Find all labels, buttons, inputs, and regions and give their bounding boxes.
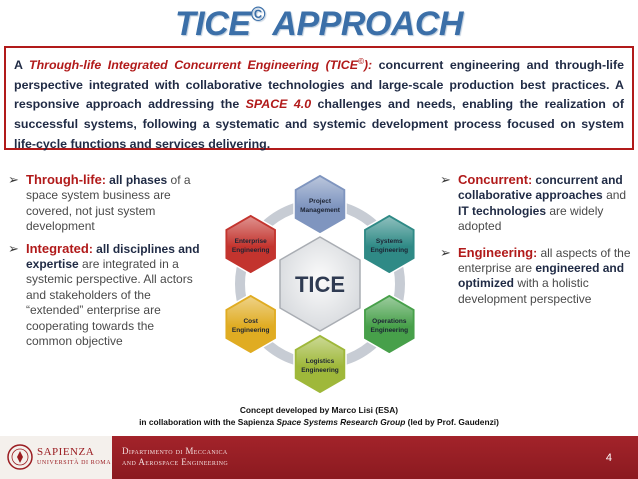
point-bold: IT technologies bbox=[458, 203, 547, 218]
point-text: with a holistic development perspective bbox=[458, 276, 592, 306]
page-number: 4 bbox=[605, 452, 612, 464]
diagram-node-label: Management bbox=[300, 207, 341, 214]
intro-box: A Through-life Integrated Concurrent Eng… bbox=[4, 46, 634, 151]
arrow-bullet-icon: ➢ bbox=[440, 244, 451, 260]
point-text: of a space system business are covered, … bbox=[26, 173, 191, 234]
intro-lead: A bbox=[14, 58, 30, 73]
center-label: TICE bbox=[295, 272, 345, 297]
left-column: ➢ Through-life: all phases of a space sy… bbox=[8, 172, 200, 355]
diagram-node-label: Engineering bbox=[301, 367, 339, 374]
diagram-node-label: Cost bbox=[243, 318, 258, 325]
diagram-node-label: Engineering bbox=[232, 247, 270, 254]
right-column: ➢ Concurrent: concurrent and collaborati… bbox=[440, 172, 636, 313]
title-main: TICE bbox=[175, 5, 251, 43]
diagram-node-shine bbox=[227, 217, 275, 271]
arrow-bullet-icon: ➢ bbox=[8, 172, 19, 187]
point-heading: Integrated bbox=[26, 240, 89, 256]
point-bold: engineered and optimized bbox=[458, 261, 625, 291]
point-heading: Engineering bbox=[458, 244, 534, 260]
diagram-node-shine bbox=[296, 337, 344, 391]
diagram-node-shine bbox=[365, 297, 413, 351]
footer-bar: SAPIENZA UNIVERSITÀ DI ROMA Dipartimento… bbox=[0, 436, 638, 479]
center-hexagon bbox=[279, 236, 361, 332]
diagram-node-label: Operations bbox=[372, 318, 407, 325]
diagram-node-label: Engineering bbox=[371, 247, 409, 254]
arrow-bullet-icon: ➢ bbox=[8, 240, 19, 256]
intro-text-2: challenges and needs, enabling the reali… bbox=[14, 97, 625, 151]
diagram-node-shine bbox=[296, 177, 344, 231]
logo-subtitle: UNIVERSITÀ DI ROMA bbox=[37, 460, 112, 466]
point-engineering: ➢ Engineering: all aspects of the enterp… bbox=[440, 244, 631, 306]
intro-space40: SPACE 4.0 bbox=[245, 97, 312, 112]
point-integrated: ➢ Integrated: all disciplines and expert… bbox=[8, 240, 200, 349]
logo-name: SAPIENZA bbox=[37, 446, 95, 458]
diagram-node-label: Enterprise bbox=[235, 238, 268, 245]
point-text: are widely adopted bbox=[458, 203, 604, 234]
university-seal-icon bbox=[7, 444, 33, 470]
intro-text-1: concurrent engineering and through-life … bbox=[14, 58, 624, 112]
credits-line-1: Concept developed by Marco Lisi (ESA) bbox=[239, 405, 399, 415]
slide-title: TICE© APPROACH bbox=[0, 4, 638, 44]
tice-diagram: TICE ProjectManagementSystemsEngineering… bbox=[223, 173, 417, 395]
diagram-node-shine bbox=[365, 217, 413, 271]
title-copyright-mark: © bbox=[250, 4, 265, 26]
point-through-life: ➢ Through-life: all phases of a space sy… bbox=[8, 172, 191, 234]
diagram-node-label: Engineering bbox=[371, 327, 409, 334]
diagram-node-label: Systems bbox=[376, 238, 403, 245]
point-concurrent: ➢ Concurrent: concurrent and collaborati… bbox=[440, 172, 627, 234]
credits-line-2: in collaboration with the Sapienza Space… bbox=[139, 417, 499, 427]
point-text: are integrated in a systemic perspective… bbox=[26, 257, 193, 349]
arrow-bullet-icon: ➢ bbox=[440, 172, 451, 187]
diagram-nodes: ProjectManagementSystemsEngineeringOpera… bbox=[223, 173, 417, 395]
point-bold: all phases bbox=[105, 173, 168, 187]
diagram-node-shine bbox=[227, 297, 275, 351]
point-bold: all disciplines and expertise bbox=[26, 241, 200, 272]
university-logo: SAPIENZA UNIVERSITÀ DI ROMA bbox=[0, 436, 112, 479]
diagram-node-label: Project bbox=[309, 198, 332, 205]
intro-term: Through-life Integrated Concurrent Engin… bbox=[29, 57, 373, 73]
title-rest: APPROACH bbox=[264, 5, 463, 43]
point-heading: Concurrent bbox=[458, 172, 529, 187]
department-name: Dipartimento di Meccanica and Aerospace … bbox=[122, 446, 229, 467]
point-bold: concurrent and collaborative approaches bbox=[458, 173, 623, 203]
diagram-node-label: Engineering bbox=[232, 327, 270, 334]
credits: Concept developed by Marco Lisi (ESA) in… bbox=[0, 404, 638, 428]
point-heading: Through-life bbox=[26, 172, 102, 187]
diagram-node-label: Logistics bbox=[306, 358, 335, 365]
